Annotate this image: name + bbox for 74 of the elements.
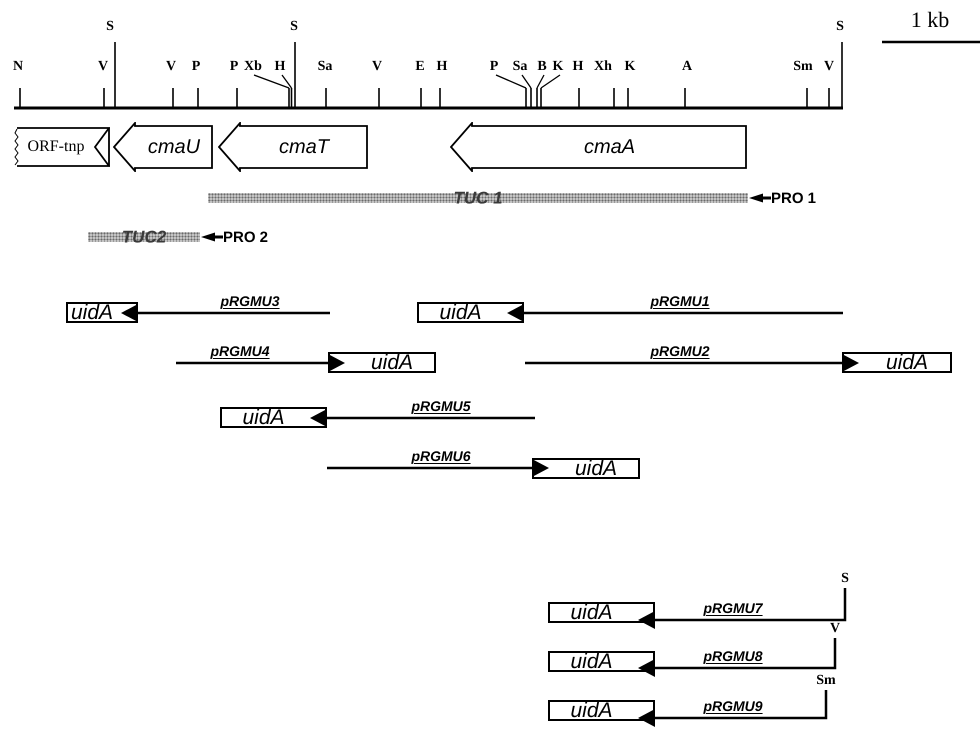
- construct-label: pRGMU1: [650, 293, 710, 309]
- reporter-gene-box: [532, 458, 640, 479]
- site-label: Xb: [244, 59, 262, 75]
- site-label: V: [166, 59, 176, 75]
- construct-label: pRGMU9: [703, 698, 763, 714]
- gene-name: uidA: [438, 304, 483, 321]
- reporter-gene-box: [548, 700, 655, 721]
- reporter-gene-box: [66, 302, 138, 323]
- construct-label: pRGMU8: [703, 648, 763, 664]
- site-label: Sm: [812, 672, 840, 690]
- site-label: S: [106, 19, 114, 35]
- construct-label: pRGMU4: [210, 343, 270, 359]
- construct-arrow: [525, 354, 859, 372]
- construct-arrow: [121, 304, 330, 322]
- site-label: P: [230, 59, 238, 75]
- site-label: Sa: [512, 59, 528, 75]
- gene-name: uidA: [569, 653, 614, 670]
- promoter-label: PRO 2: [223, 228, 268, 246]
- site-label: E: [415, 59, 425, 75]
- construct-arrow: [638, 588, 846, 629]
- gene-name: cmaU: [146, 134, 202, 160]
- construct-arrow: [310, 409, 535, 427]
- gene-name: ORF-tnp: [26, 137, 86, 157]
- site-label: S: [290, 19, 298, 35]
- site-label: V: [98, 59, 108, 75]
- gene-name: cmaT: [278, 134, 331, 160]
- gene-name: uidA: [569, 702, 614, 719]
- construct-label: pRGMU7: [703, 600, 763, 616]
- construct-arrow: [638, 690, 828, 727]
- reporter-gene-box: [548, 602, 655, 623]
- site-label: K: [552, 59, 564, 75]
- gene-block: [218, 122, 368, 172]
- construct-label: pRGMU6: [411, 448, 471, 464]
- site-label: V: [824, 59, 834, 75]
- reporter-gene-box: [328, 352, 436, 373]
- construct-arrow: [507, 304, 843, 322]
- reporter-gene-box: [842, 352, 952, 373]
- gene-name: uidA: [370, 354, 414, 371]
- site-label: K: [624, 59, 636, 75]
- site-label: A: [682, 59, 692, 75]
- site-label: H: [436, 59, 448, 75]
- site-label: P: [490, 59, 498, 75]
- gene-name: uidA: [884, 354, 930, 371]
- reporter-gene-box: [548, 651, 655, 672]
- promoter-label: PRO 1: [771, 190, 816, 206]
- gene-name: cmaA: [582, 134, 636, 160]
- site-label: Xh: [594, 59, 612, 75]
- site-label: Sm: [793, 59, 813, 75]
- site-label: P: [192, 59, 200, 75]
- scale-label: 1 kb: [910, 7, 950, 33]
- construct-arrow: [327, 459, 549, 477]
- construct-arrow: [176, 354, 345, 372]
- gene-name: uidA: [70, 304, 114, 321]
- construct-label: pRGMU5: [411, 398, 471, 414]
- site-label: H: [274, 59, 286, 75]
- site-label: S: [837, 570, 853, 588]
- site-label: N: [12, 59, 24, 75]
- construct-label: pRGMU2: [650, 343, 710, 359]
- site-label: Sa: [318, 59, 332, 75]
- orf-block: [14, 126, 110, 168]
- site-label: H: [572, 59, 584, 75]
- gene-name: uidA: [574, 460, 618, 477]
- gene-name: uidA: [569, 604, 614, 621]
- site-label: B: [537, 59, 547, 75]
- site-label: V: [827, 620, 843, 638]
- reporter-gene-box: [220, 407, 327, 428]
- construct-arrow: [638, 638, 836, 677]
- gene-name: uidA: [241, 409, 286, 426]
- gene-block: [450, 122, 747, 172]
- construct-label: pRGMU3: [220, 293, 280, 309]
- reporter-gene-box: [417, 302, 524, 323]
- site-label: V: [372, 59, 382, 75]
- gene-block: [113, 122, 213, 172]
- site-label: S: [836, 19, 844, 35]
